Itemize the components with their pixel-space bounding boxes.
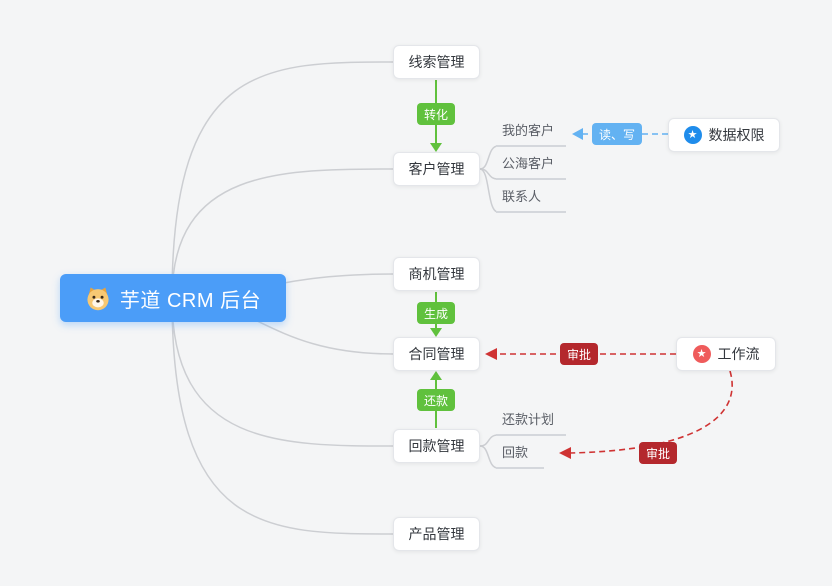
edge-approve-receivable-line xyxy=(569,370,733,454)
badge-generate: 生成 xyxy=(417,302,455,324)
leaf-contacts-label: 联系人 xyxy=(502,189,542,204)
node-leads-label: 线索管理 xyxy=(408,54,465,70)
badge-repay: 还款 xyxy=(417,389,455,411)
leaf-payment-label: 回款 xyxy=(502,445,529,460)
dog-icon xyxy=(85,285,111,311)
edge-root-receivables xyxy=(171,297,395,447)
edge-customers-mine xyxy=(479,145,499,170)
permission-arrowhead xyxy=(572,128,583,140)
node-leads[interactable]: 线索管理 xyxy=(393,45,480,79)
leaf-payment[interactable]: 回款 xyxy=(496,443,544,469)
node-opportunities-label: 商机管理 xyxy=(408,266,465,282)
edge-root-products xyxy=(171,297,395,535)
node-receivables[interactable]: 回款管理 xyxy=(393,429,480,463)
node-data-permission[interactable]: ★ 数据权限 xyxy=(668,118,780,152)
node-workflow-label: 工作流 xyxy=(717,346,760,362)
node-contracts[interactable]: 合同管理 xyxy=(393,337,480,371)
approve-receivable-arrowhead xyxy=(559,447,571,459)
leaf-contacts[interactable]: 联系人 xyxy=(496,187,566,213)
node-data-permission-label: 数据权限 xyxy=(708,127,765,143)
edge-root-customers xyxy=(171,168,395,299)
node-customers-label: 客户管理 xyxy=(408,161,465,177)
root-node-crm-backend[interactable]: 芋道 CRM 后台 xyxy=(60,274,286,322)
leaf-repayment-plan[interactable]: 还款计划 xyxy=(496,410,566,436)
node-products-label: 产品管理 xyxy=(408,526,465,542)
leaf-my-customers[interactable]: 我的客户 xyxy=(496,121,566,147)
approve-contract-arrowhead xyxy=(485,348,497,360)
leaf-public-customers[interactable]: 公海客户 xyxy=(496,154,566,180)
badge-approve-contract: 审批 xyxy=(560,343,598,365)
edge-root-leads xyxy=(171,61,395,299)
root-node-label: 芋道 CRM 后台 xyxy=(119,289,262,312)
badge-convert: 转化 xyxy=(417,103,455,125)
node-contracts-label: 合同管理 xyxy=(408,346,465,362)
badge-read-write: 读、写 xyxy=(592,123,642,145)
repay-arrowhead xyxy=(430,371,442,380)
node-customers[interactable]: 客户管理 xyxy=(393,152,480,186)
node-workflow[interactable]: ★ 工作流 xyxy=(676,337,776,371)
leaf-my-customers-label: 我的客户 xyxy=(502,123,555,138)
node-products[interactable]: 产品管理 xyxy=(393,517,480,551)
convert-arrowhead xyxy=(430,143,442,152)
node-opportunities[interactable]: 商机管理 xyxy=(393,257,480,291)
edge-receivables-payment xyxy=(479,445,499,469)
leaf-public-customers-label: 公海客户 xyxy=(502,156,555,171)
leaf-repayment-plan-label: 还款计划 xyxy=(502,412,555,427)
edge-customers-contacts xyxy=(479,168,499,213)
badge-approve-receivable: 审批 xyxy=(639,442,677,464)
generate-arrowhead xyxy=(430,328,442,337)
star-icon: ★ xyxy=(683,126,702,144)
star-icon: ★ xyxy=(692,345,711,363)
node-receivables-label: 回款管理 xyxy=(408,438,465,454)
